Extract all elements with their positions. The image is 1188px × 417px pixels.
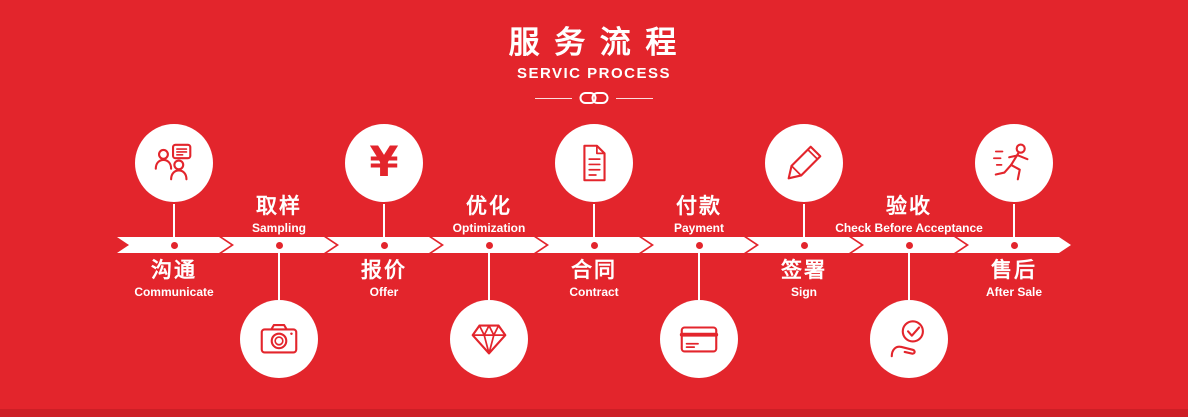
connector-dot bbox=[1011, 241, 1018, 249]
step-label-en: Sampling bbox=[251, 221, 306, 236]
step-label-zh: 沟通 bbox=[151, 259, 197, 282]
connector-dot bbox=[171, 241, 178, 249]
connector-dot bbox=[801, 241, 808, 249]
step-label: 验收 Check Before Acceptance bbox=[809, 194, 1009, 235]
connector-line bbox=[488, 253, 490, 300]
chain-link-icon bbox=[579, 92, 609, 105]
icon-circle: ¥ bbox=[345, 124, 423, 202]
connector-line bbox=[278, 253, 280, 300]
step-after-sale: 售后 After Sale bbox=[954, 112, 1074, 407]
connector-line bbox=[803, 204, 805, 239]
step-label-en: Optimization bbox=[452, 221, 526, 236]
connector-line bbox=[593, 204, 595, 239]
step-label-zh: 取样 bbox=[256, 195, 302, 218]
step-label: 取样 Sampling bbox=[179, 194, 379, 235]
step-label: 售后 After Sale bbox=[914, 258, 1114, 299]
header: 服 务 流 程 SERVIC PROCESS bbox=[0, 25, 1188, 105]
step-contract: 合同 Contract bbox=[534, 112, 654, 407]
divider-line-left bbox=[535, 97, 572, 99]
icon-circle bbox=[765, 124, 843, 202]
connector-line bbox=[698, 253, 700, 300]
page-subtitle: SERVIC PROCESS bbox=[516, 65, 672, 83]
step-label: 报价 Offer bbox=[284, 258, 484, 299]
step-label-zh: 优化 bbox=[466, 195, 512, 218]
page-title: 服 务 流 程 bbox=[508, 25, 680, 60]
connector-line bbox=[173, 204, 175, 239]
icon-circle bbox=[450, 300, 528, 378]
title-divider bbox=[0, 91, 1188, 105]
divider-line-right bbox=[616, 97, 653, 99]
icon-circle bbox=[555, 124, 633, 202]
connector-line bbox=[908, 253, 910, 300]
step-label-en: Sign bbox=[791, 285, 817, 300]
step-offer: ¥ 报价 Offer bbox=[324, 112, 444, 407]
hand-check-icon bbox=[890, 320, 924, 358]
step-label-en: Offer bbox=[369, 285, 399, 300]
icon-circle bbox=[240, 300, 318, 378]
process-arrow-band bbox=[0, 237, 1188, 253]
yuan-icon: ¥ bbox=[369, 136, 399, 186]
pencil-icon bbox=[787, 145, 822, 180]
step-sign: 签署 Sign bbox=[744, 112, 864, 407]
step-label-zh: 验收 bbox=[886, 195, 932, 218]
icon-circle bbox=[870, 300, 948, 378]
connector-dot bbox=[906, 241, 913, 249]
step-label: 优化 Optimization bbox=[389, 194, 589, 235]
step-label: 付款 Payment bbox=[599, 194, 799, 235]
icon-circle bbox=[135, 124, 213, 202]
step-acceptance: 验收 Check Before Acceptance bbox=[835, 112, 983, 407]
step-label-zh: 售后 bbox=[991, 259, 1037, 282]
icon-circle bbox=[975, 124, 1053, 202]
step-label-zh: 报价 bbox=[361, 259, 407, 282]
step-label: 签署 Sign bbox=[704, 258, 904, 299]
connector-line bbox=[383, 204, 385, 239]
connector-dot bbox=[381, 241, 388, 249]
step-label-en: Communicate bbox=[134, 285, 214, 300]
diamond-icon bbox=[471, 324, 507, 355]
people-chat-icon bbox=[154, 143, 192, 181]
connector-line bbox=[1013, 204, 1015, 239]
icon-circle bbox=[660, 300, 738, 378]
step-optimization: 优化 Optimization bbox=[429, 112, 549, 407]
step-communicate: 沟通 Communicate bbox=[114, 112, 234, 407]
connector-dot bbox=[696, 241, 703, 249]
document-icon bbox=[583, 144, 606, 182]
bottom-strip bbox=[0, 409, 1188, 417]
step-label-en: Payment bbox=[673, 221, 725, 236]
step-label-zh: 付款 bbox=[676, 195, 722, 218]
step-label: 合同 Contract bbox=[494, 258, 694, 299]
running-man-icon bbox=[993, 143, 1029, 181]
step-label-zh: 合同 bbox=[571, 259, 617, 282]
connector-dot bbox=[486, 241, 493, 249]
step-label: 沟通 Communicate bbox=[74, 258, 274, 299]
camera-icon bbox=[260, 324, 298, 354]
step-payment: 付款 Payment bbox=[639, 112, 759, 407]
step-label-en: Check Before Acceptance bbox=[835, 221, 983, 236]
credit-card-icon bbox=[679, 326, 719, 353]
connector-dot bbox=[276, 241, 283, 249]
step-label-en: Contract bbox=[569, 285, 619, 300]
step-label-zh: 签署 bbox=[781, 259, 827, 282]
connector-dot bbox=[591, 241, 598, 249]
step-sampling: 取样 Sampling bbox=[219, 112, 339, 407]
step-label-en: After Sale bbox=[985, 285, 1043, 300]
